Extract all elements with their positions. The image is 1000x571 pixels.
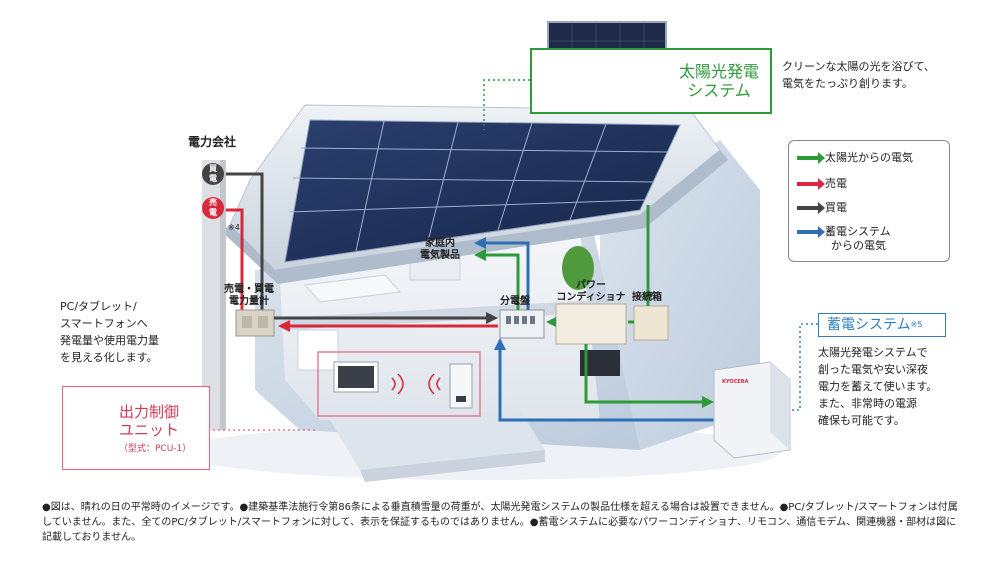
meter-box (235, 309, 275, 337)
green-appliance-line (482, 253, 520, 310)
junction-label: 接続箱 (632, 292, 662, 303)
tablet-desc-line: 発電量や使用電力量 (60, 334, 159, 347)
solar-desc-line2: 電気をたっぷり創ります。 (782, 77, 913, 90)
sell-badge-text: 売 電 (209, 198, 217, 217)
buy-badge-text: 買 電 (209, 164, 217, 183)
junction-box (633, 305, 669, 341)
battery-leader (790, 323, 818, 411)
meter-label-line1: 売電・買電 (224, 284, 274, 295)
tablet-desc-line: を見える化します。 (60, 351, 158, 364)
utility-pole-shade (220, 160, 226, 430)
green-battery-line (584, 344, 706, 404)
legend-item-battery: 蓄電システム からの電気 (797, 225, 891, 253)
blue-battery-line (498, 340, 716, 422)
battery-system-title: 蓄電システム※5 (827, 316, 922, 334)
battery-sup: ※5 (910, 320, 923, 329)
legend-arrow-blue (797, 226, 825, 238)
output-control-title: 出力制御 ユニット (119, 403, 179, 439)
output-model: （型式：PCU-1） (119, 444, 192, 454)
battery-title-text: 蓄電システム (827, 317, 911, 333)
wireless-waves (391, 373, 441, 395)
appliances-label-line2: 電気製品 (420, 250, 460, 261)
legend-item-buy: 買電 (797, 201, 847, 215)
appliances-label: 家庭内 電気製品 (420, 238, 460, 262)
solar-title-line1: 太陽光発電 (678, 62, 759, 81)
solar-desc-line1: クリーンな太陽の光を浴びて、 (782, 60, 935, 73)
porch-step (360, 450, 545, 482)
plant (562, 246, 594, 290)
legend-label-battery: 蓄電システム (825, 225, 891, 238)
tablet-desc-line: スマートフォンへ (60, 317, 148, 330)
battery-desc-line: 太陽光発電システムで (818, 346, 928, 359)
conditioner-label-line2: コンディショナ (556, 292, 626, 303)
output-title-line2: ユニット (119, 421, 180, 439)
tablet-description: PC/タブレット/ スマートフォンへ 発電量や使用電力量 を見える化します。 (60, 298, 159, 366)
legend-item-sell: 売電 (797, 177, 847, 191)
solar-system-box: 太陽光発電 システム (530, 48, 772, 114)
legend-label-solar: 太陽光からの電気 (825, 151, 913, 164)
legend-arrow-red (797, 178, 825, 190)
buy-badge: 買 電 (202, 163, 224, 185)
legend-arrow-green (797, 152, 825, 164)
solar-title-line2: システム (687, 81, 751, 100)
battery-desc-line: 創った電気や安い深夜 (818, 363, 928, 376)
meter-label-line2: 電力量計 (229, 296, 269, 307)
output-control-box: 出力制御 ユニット （型式：PCU-1） (62, 386, 210, 470)
porch (330, 410, 545, 470)
roof-solar-array (284, 119, 681, 263)
roof-panel-grid (288, 120, 669, 252)
power-conditioner (555, 303, 627, 345)
solar-description: クリーンな太陽の光を浴びて、 電気をたっぷり創ります。 (782, 58, 935, 92)
buy-line (226, 172, 264, 310)
battery-desc-line: また、非常時の電源 (818, 397, 917, 410)
battery-description: 太陽光発電システムで 創った電気や安い深夜 電力を蓄えて使います。 また、非常時… (818, 344, 937, 429)
conditioner-label: パワー コンディショナ (556, 280, 626, 304)
solar-leader (483, 79, 530, 130)
legend-label-battery-2: からの電気 (831, 239, 886, 252)
meter-label: 売電・買電 電力量計 (224, 284, 274, 308)
note-4: ※4 (228, 223, 240, 232)
legend: 太陽光からの電気 売電 買電 蓄電システム からの電気 (788, 140, 950, 262)
legend-arrow-dark (797, 202, 825, 214)
sell-line (226, 208, 244, 310)
tablet-desc-line: PC/タブレット/ (60, 300, 137, 313)
battery-desc-line: 電力を蓄えて使います。 (818, 380, 938, 393)
roof-edge (222, 150, 728, 284)
blue-appliance-line (482, 241, 530, 310)
brand-battery: KYOCERA (722, 379, 749, 385)
output-title-line1: 出力制御 (119, 403, 180, 421)
distribution-label: 分電盤 (500, 296, 530, 307)
battery-system-box: 蓄電システム※5 (818, 313, 946, 337)
output-unit-device (449, 363, 473, 409)
output-area-frame (317, 351, 481, 417)
bed (303, 274, 402, 303)
conditioner-label-line1: パワー (576, 280, 606, 291)
power-company-label: 電力会社 (188, 135, 237, 149)
battery-desc-line: 確保も可能です。 (818, 414, 905, 427)
legend-label-buy: 買電 (825, 201, 847, 214)
solar-system-title: 太陽光発電 システム (674, 62, 764, 100)
footnote: ●図は、晴れの日の平常時のイメージです。●建築基準法施行令第86条による垂直積雪… (42, 502, 958, 543)
legend-label-sell: 売電 (825, 177, 847, 190)
sell-badge: 売 電 (202, 197, 224, 219)
appliances-label-line1: 家庭内 (425, 238, 455, 249)
legend-item-solar: 太陽光からの電気 (797, 151, 913, 165)
